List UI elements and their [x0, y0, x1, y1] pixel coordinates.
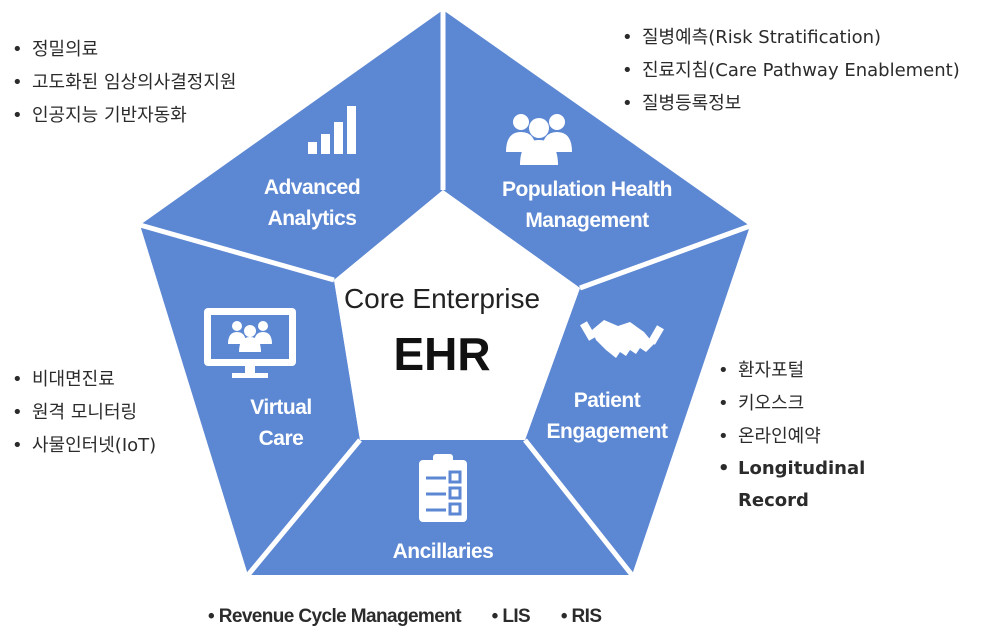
advanced-analytics-label-2: Analytics — [268, 207, 357, 230]
list-item: 질병등록정보 — [620, 87, 960, 120]
list-item: 온라인예약 — [716, 420, 878, 453]
list-item: 고도화된 임상의사결정지원 — [10, 66, 236, 99]
notes-right: 환자포털 키오스크 온라인예약 Longitudinal Record — [716, 354, 878, 517]
list-item: LIS — [492, 606, 531, 627]
monitor-people-icon — [204, 308, 296, 378]
list-item: 원격 모니터링 — [10, 396, 156, 429]
notes-top-right: 질병예측(Risk Stratification) 진료지침(Care Path… — [620, 21, 960, 120]
list-item: 인공지능 기반자동화 — [10, 99, 236, 132]
list-item: RIS — [561, 606, 602, 627]
notes-bottom: Revenue Cycle Management LIS RIS — [208, 606, 627, 628]
notes-left: 비대면진료 원격 모니터링 사물인터넷(IoT) — [10, 363, 156, 462]
center-subtitle: Core Enterprise — [344, 283, 540, 314]
notes-top-left: 정밀의료 고도화된 임상의사결정지원 인공지능 기반자동화 — [10, 33, 236, 132]
list-item: 정밀의료 — [10, 33, 236, 66]
patient-engagement-label-1: Patient — [574, 389, 641, 412]
list-item: Revenue Cycle Management — [208, 606, 462, 627]
segment-advanced-analytics — [140, 10, 443, 280]
segment-separators — [139, 10, 751, 577]
list-item: 비대면진료 — [10, 363, 156, 396]
people-group-icon — [506, 114, 572, 165]
list-item: 키오스크 — [716, 387, 878, 420]
segment-population-health — [443, 10, 750, 288]
list-item: 질병예측(Risk Stratification) — [620, 21, 960, 54]
list-item: 사물인터넷(IoT) — [10, 429, 156, 462]
segment-patient-engagement — [525, 226, 750, 575]
list-item: 환자포털 — [716, 354, 878, 387]
patient-engagement-label-2: Engagement — [546, 420, 668, 443]
handshake-icon — [580, 320, 664, 358]
population-health-label-1: Population Health — [502, 178, 672, 201]
population-health-label-2: Management — [525, 209, 649, 232]
center-title: EHR — [393, 328, 490, 380]
center-pentagon — [334, 190, 580, 440]
checklist-icon — [419, 454, 467, 522]
list-item: Longitudinal Record — [716, 453, 878, 517]
bar-chart-icon — [308, 106, 356, 154]
advanced-analytics-label-1: Advanced — [264, 176, 360, 199]
virtual-care-label-2: Care — [259, 427, 304, 450]
ancillaries-label: Ancillaries — [393, 540, 494, 563]
virtual-care-label-1: Virtual — [250, 396, 311, 419]
segment-virtual-care — [140, 225, 360, 575]
list-item: 진료지침(Care Pathway Enablement) — [620, 54, 960, 87]
